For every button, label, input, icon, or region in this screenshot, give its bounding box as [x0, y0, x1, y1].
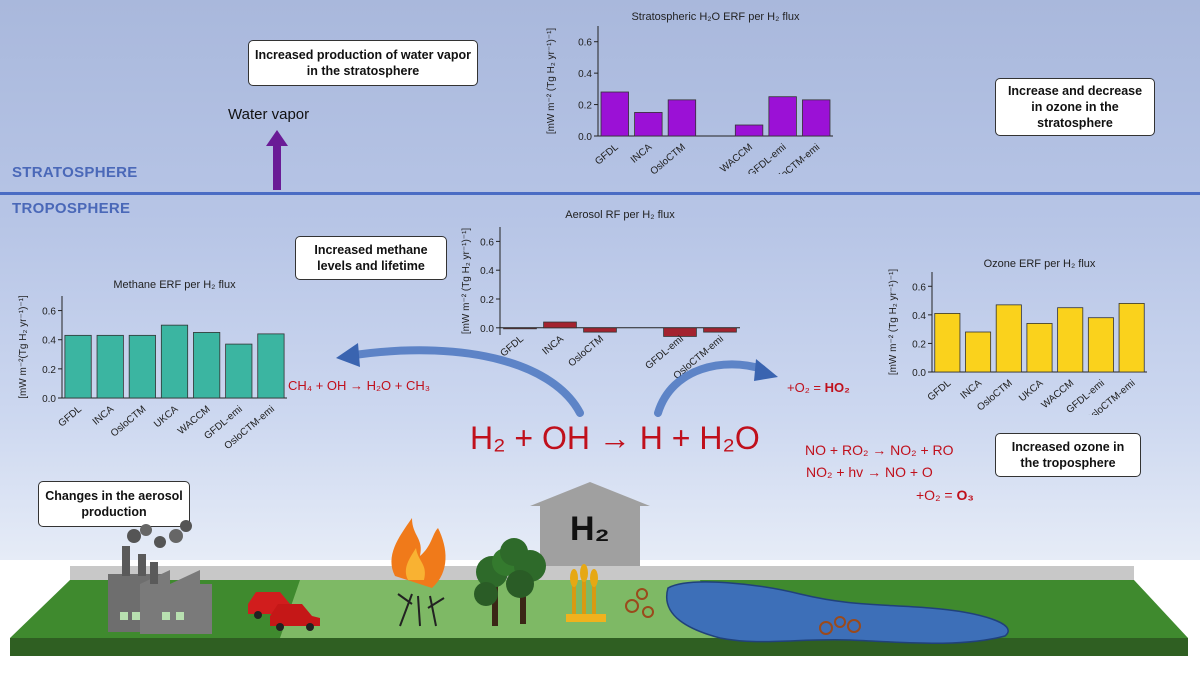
chart-title: Ozone ERF per H₂ flux — [984, 258, 1096, 270]
car-icon — [248, 592, 320, 631]
y-tick-label: 0.0 — [42, 394, 56, 405]
ho2-reaction: +O₂ = HO₂ — [787, 380, 850, 395]
methane-callout: Increased methane levels and lifetime — [295, 236, 447, 280]
y-tick-label: 0.4 — [912, 311, 926, 322]
bar — [802, 99, 831, 137]
ozone-erf-chart: Ozone ERF per H₂ flux [mW m⁻² (Tg H₂ yr⁻¹… — [888, 258, 1147, 415]
x-tick-label: GFDL — [56, 404, 84, 430]
y-axis-label: [mW m⁻² (Tg H₂ yr⁻¹)⁻¹] — [888, 269, 899, 376]
stratosphere-label: STRATOSPHERE — [12, 164, 138, 181]
chart-title: Stratospheric H₂O ERF per H₂ flux — [631, 11, 800, 23]
y-tick-label: 0.6 — [912, 282, 926, 293]
x-tick-label: OsloCTM — [109, 404, 148, 440]
y-tick-label: 0.4 — [480, 266, 494, 277]
no-ro2-reaction: NO + RO₂ → NO₂ + RO — [805, 442, 954, 458]
bar — [128, 334, 156, 399]
water-vapor-label: Water vapor — [228, 106, 310, 123]
x-tick-label: INCA — [959, 378, 985, 402]
bar — [96, 334, 124, 399]
y-tick-label: 0.0 — [578, 132, 592, 143]
h2-arrow-label: H₂ — [570, 510, 610, 548]
crops-icon — [566, 564, 606, 622]
y-tick-label: 0.0 — [480, 324, 494, 335]
methane-erf-chart: Methane ERF per H₂ flux [mW m⁻²(Tg H₂ yr⁻… — [18, 279, 287, 450]
x-tick-label: GFDL — [926, 378, 954, 404]
bar — [703, 327, 737, 333]
ozone-tropo-callout: Increased ozone in the troposphere — [995, 433, 1141, 477]
microbes-icon — [625, 588, 861, 635]
ozone-strat-callout: Increase and decrease in ozone in the st… — [995, 78, 1155, 136]
bar — [1026, 323, 1053, 373]
stratospheric-h2o-chart: Stratospheric H₂O ERF per H₂ flux [mW m⁻²… — [546, 11, 833, 174]
factory-icon — [108, 520, 212, 634]
y-tick-label: 0.6 — [480, 237, 494, 248]
x-tick-label: INCA — [629, 142, 655, 166]
wildfire-icon — [391, 518, 446, 627]
horizon-strip — [70, 566, 1134, 580]
bar — [193, 332, 221, 399]
ground-scene — [10, 482, 1188, 656]
no2-hv-reaction: NO₂ + hv → NO + O — [806, 464, 933, 480]
aerosol-rf-chart: Aerosol RF per H₂ flux [mW m⁻² (Tg H₂ yr⁻… — [461, 209, 740, 379]
bar — [634, 112, 663, 137]
bar — [503, 327, 537, 330]
bar — [667, 99, 697, 137]
bar — [663, 327, 697, 337]
y-tick-label: 0.2 — [480, 295, 494, 306]
y-tick-label: 0.2 — [578, 101, 592, 112]
bar — [583, 327, 617, 333]
y-tick-label: 0.0 — [912, 368, 926, 379]
o3-reaction: +O₂ = O₃ — [916, 487, 974, 503]
ho2-curved-arrow — [654, 359, 778, 417]
lake — [665, 581, 1009, 645]
bar — [965, 331, 992, 373]
methane-reaction: CH₄ + OH → H₂O + CH₃ — [288, 378, 431, 393]
bar — [995, 304, 1022, 373]
y-tick-label: 0.4 — [578, 69, 592, 80]
y-tick-label: 0.4 — [42, 336, 56, 347]
bar — [600, 91, 629, 137]
chart-title: Methane ERF per H₂ flux — [113, 279, 236, 291]
x-tick-label: OsloCTM — [648, 142, 687, 174]
h2-upward-arrow — [530, 482, 650, 566]
bar — [934, 313, 961, 373]
main-reaction: H₂ + OH → H + H₂O — [470, 420, 760, 456]
y-axis-label: [mW m⁻² (Tg H₂ yr⁻¹)⁻¹] — [461, 228, 472, 335]
trees-icon — [474, 538, 546, 626]
chart-title: Aerosol RF per H₂ flux — [565, 209, 675, 221]
x-tick-label: INCA — [91, 404, 117, 428]
bar — [1057, 307, 1084, 373]
bar — [768, 96, 797, 137]
tropopause-line — [0, 192, 1200, 195]
bar — [1118, 303, 1145, 373]
methane-curved-arrow — [336, 343, 584, 417]
x-tick-label: UKCA — [152, 404, 181, 430]
bar — [225, 343, 253, 399]
bar — [64, 334, 92, 399]
bar — [160, 324, 189, 399]
y-tick-label: 0.2 — [42, 365, 56, 376]
bar — [543, 321, 577, 329]
aerosol-callout: Changes in the aerosol production — [38, 481, 190, 527]
y-tick-label: 0.2 — [912, 339, 926, 350]
bar — [734, 124, 764, 137]
x-tick-label: GFDL — [593, 142, 621, 168]
y-tick-label: 0.6 — [578, 38, 592, 49]
bar — [257, 333, 285, 399]
y-axis-label: [mW m⁻²(Tg H₂ yr⁻¹)⁻¹] — [18, 295, 29, 399]
troposphere-label: TROPOSPHERE — [12, 200, 131, 217]
water-vapor-arrow — [266, 130, 288, 190]
y-tick-label: 0.6 — [42, 307, 56, 318]
y-axis-label: [mW m⁻² (Tg H₂ yr⁻¹)⁻¹] — [546, 28, 557, 135]
bar — [1087, 317, 1114, 373]
water-vapor-callout: Increased production of water vapor in t… — [248, 40, 478, 86]
